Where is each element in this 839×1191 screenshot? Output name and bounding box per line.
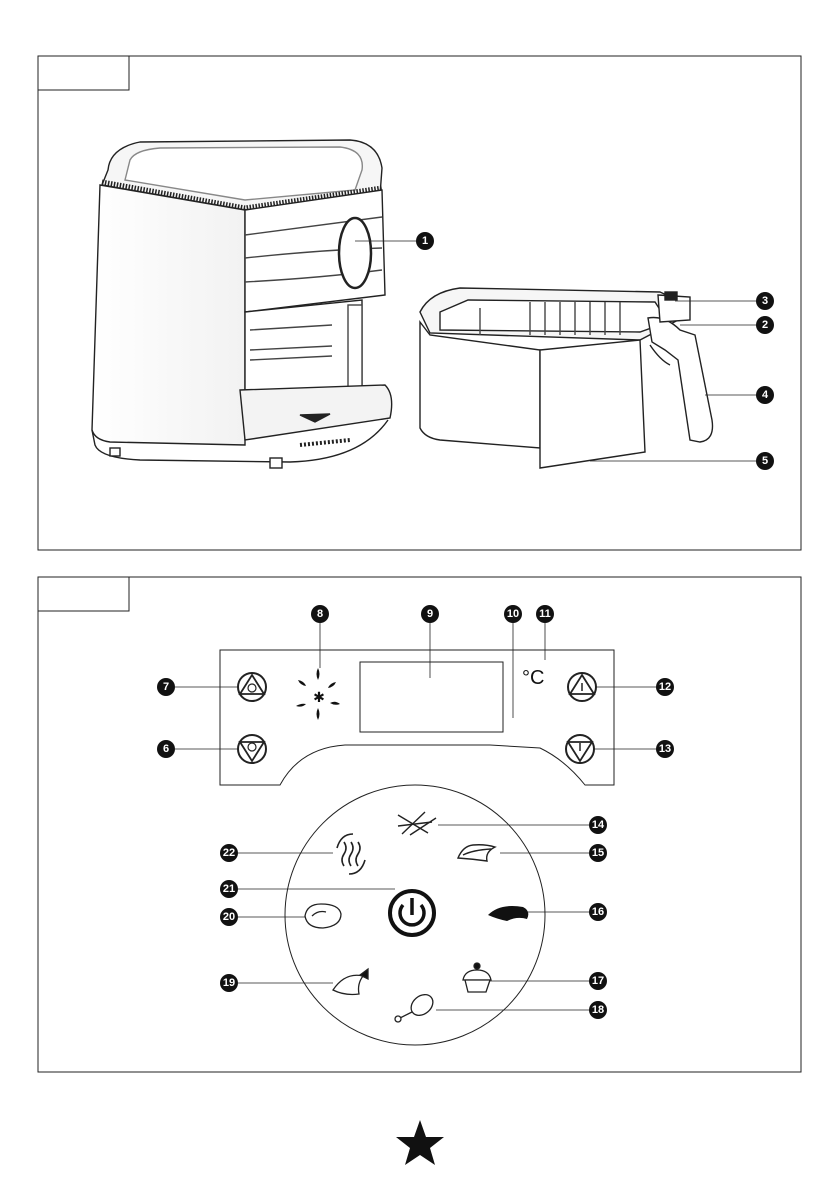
- fan-indicator-icon: ✱: [296, 668, 340, 720]
- callout-21: 21: [220, 880, 238, 898]
- time-down-button[interactable]: [238, 735, 266, 763]
- callout-10: 10: [504, 605, 522, 623]
- bacon-preset-icon[interactable]: [458, 845, 495, 861]
- callout-2: 2: [756, 316, 774, 334]
- callout-22: 22: [220, 844, 238, 862]
- svg-text:16: 16: [592, 906, 604, 918]
- defrost-preset-icon[interactable]: [337, 834, 365, 874]
- callout-5: 5: [756, 452, 774, 470]
- svg-text:5: 5: [762, 455, 768, 467]
- lcd-display: [360, 662, 503, 732]
- svg-text:12: 12: [659, 681, 671, 693]
- callout-17: 17: [589, 972, 607, 990]
- callout-11: 11: [536, 605, 554, 623]
- callout-6: 6: [157, 740, 175, 758]
- callout-7: 7: [157, 678, 175, 696]
- svg-text:20: 20: [223, 911, 235, 923]
- callout-19: 19: [220, 974, 238, 992]
- steak-preset-icon[interactable]: [305, 904, 341, 928]
- callout-4: 4: [756, 386, 774, 404]
- temperature-down-button[interactable]: [566, 735, 594, 763]
- callout-8: 8: [311, 605, 329, 623]
- svg-text:13: 13: [659, 743, 671, 755]
- callout-15: 15: [589, 844, 607, 862]
- fries-preset-icon[interactable]: [398, 812, 436, 835]
- figure-2-panel: ✱ °C: [38, 577, 801, 1072]
- star-icon: [396, 1120, 444, 1165]
- figure-2-label-box: [38, 577, 129, 611]
- svg-text:✱: ✱: [313, 690, 325, 706]
- svg-text:11: 11: [539, 608, 551, 620]
- callout-20: 20: [220, 908, 238, 926]
- callout-16: 16: [589, 903, 607, 921]
- callout-18: 18: [589, 1001, 607, 1019]
- svg-text:9: 9: [427, 608, 433, 620]
- svg-text:18: 18: [592, 1004, 604, 1016]
- callout-13: 13: [656, 740, 674, 758]
- power-button[interactable]: [390, 891, 434, 935]
- svg-text:21: 21: [223, 883, 235, 895]
- figure-1-panel: 1 3 2 4 5: [38, 56, 801, 550]
- svg-text:19: 19: [223, 977, 235, 989]
- shrimp-preset-icon[interactable]: [488, 906, 528, 921]
- temperature-up-button[interactable]: [568, 673, 596, 701]
- callout-12: 12: [656, 678, 674, 696]
- fryer-basket: [420, 288, 713, 468]
- time-up-button[interactable]: [238, 673, 266, 701]
- svg-text:8: 8: [317, 608, 323, 620]
- control-panel-display: [339, 218, 371, 288]
- svg-text:2: 2: [762, 319, 768, 331]
- callout-3: 3: [756, 292, 774, 310]
- svg-text:1: 1: [422, 235, 428, 247]
- svg-text:22: 22: [223, 847, 235, 859]
- svg-text:14: 14: [592, 819, 605, 831]
- callout-1: 1: [416, 232, 434, 250]
- cake-preset-icon[interactable]: [463, 963, 491, 992]
- chicken-leg-preset-icon[interactable]: [395, 990, 437, 1022]
- fish-preset-icon[interactable]: [333, 969, 368, 995]
- callout-9: 9: [421, 605, 439, 623]
- svg-text:6: 6: [163, 743, 169, 755]
- svg-text:10: 10: [507, 608, 519, 620]
- celsius-indicator: °C: [522, 667, 544, 689]
- svg-text:17: 17: [592, 975, 604, 987]
- svg-text:4: 4: [762, 389, 769, 401]
- figure-1-label-box: [38, 56, 129, 90]
- svg-text:3: 3: [762, 295, 768, 307]
- callout-14: 14: [589, 816, 607, 834]
- svg-text:7: 7: [163, 681, 169, 693]
- air-fryer-body: [92, 140, 392, 468]
- svg-text:15: 15: [592, 847, 604, 859]
